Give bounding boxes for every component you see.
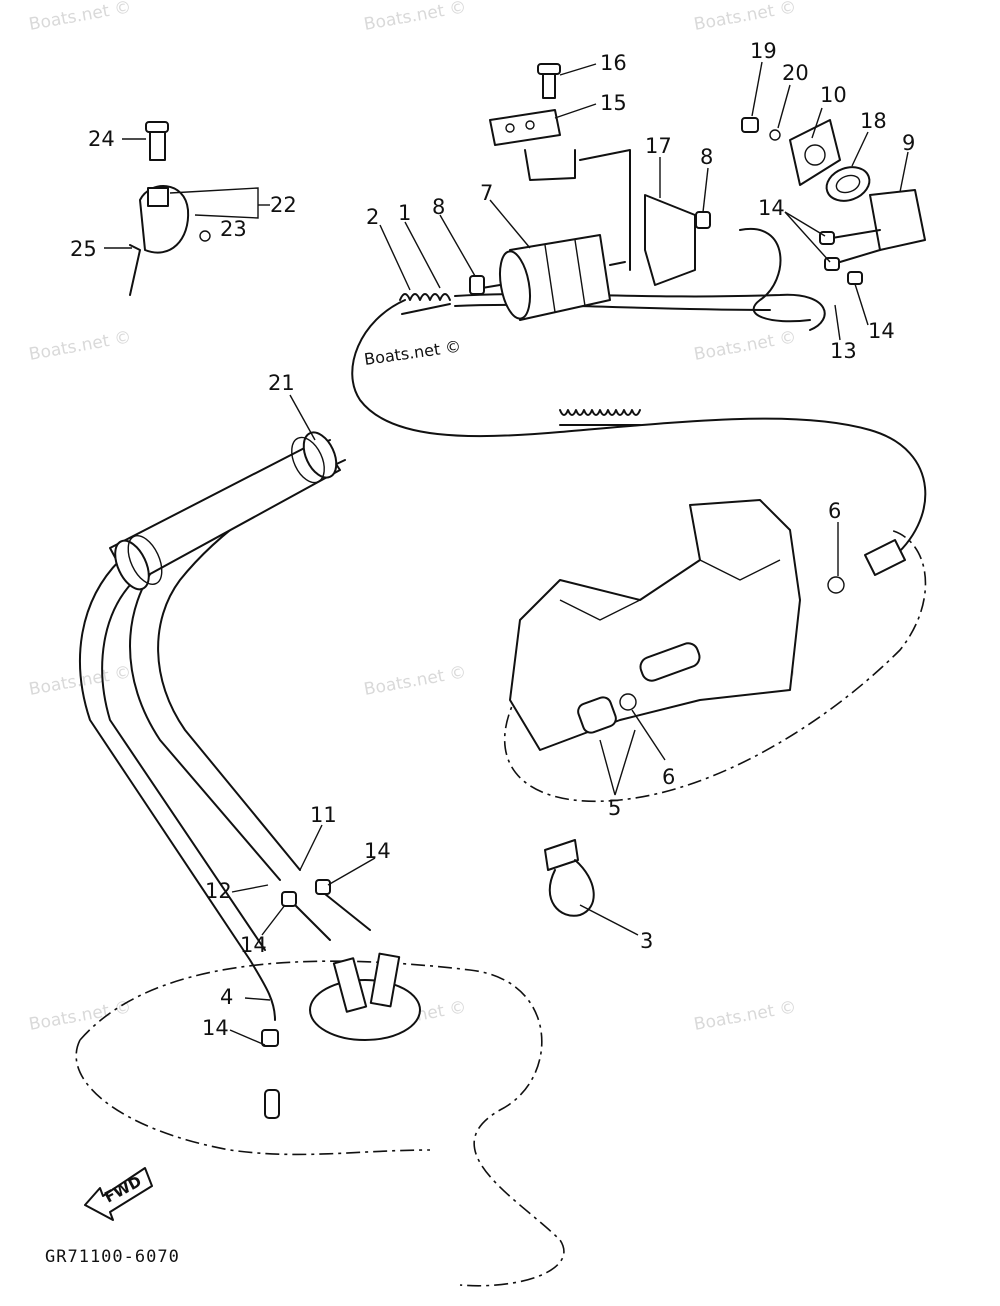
fuel-tank (75, 879, 565, 1287)
callout-7: 7 (480, 181, 493, 205)
callout-2: 2 (366, 205, 379, 229)
callouts: 24 22 23 25 16 15 17 7 8 8 2 1 19 20 10 … (70, 39, 915, 1040)
callout-5: 5 (608, 796, 621, 820)
callout-23: 23 (220, 217, 247, 241)
callout-11: 11 (310, 803, 337, 827)
callout-21: 21 (268, 371, 295, 395)
callout-4: 4 (220, 985, 233, 1009)
callout-24: 24 (88, 127, 115, 151)
watermark-center: Boats.net © (363, 337, 462, 369)
hose-2 (399, 275, 485, 315)
callout-14: 14 (240, 933, 267, 957)
callout-1: 1 (398, 201, 411, 225)
callout-14: 14 (758, 196, 785, 220)
clamp-3 (544, 839, 595, 917)
callout-14: 14 (868, 319, 895, 343)
callout-25: 25 (70, 237, 97, 261)
callout-14: 14 (202, 1016, 229, 1040)
filter-bracket (489, 109, 696, 286)
callout-6: 6 (662, 765, 675, 789)
callout-16: 16 (600, 51, 627, 75)
callout-14: 14 (364, 839, 391, 863)
watermark: Boats.net © (692, 0, 798, 35)
watermark: Boats.net © (692, 997, 798, 1035)
fwd-arrow: FWD (84, 1167, 153, 1221)
callout-17: 17 (645, 134, 672, 158)
fuel-filter (469, 234, 626, 321)
callout-15: 15 (600, 91, 627, 115)
callout-3: 3 (640, 929, 653, 953)
callout-22: 22 (270, 193, 297, 217)
valve-assembly (695, 117, 926, 285)
leader-lines (104, 61, 909, 1046)
callout-10: 10 (820, 83, 847, 107)
watermark: Boats.net © (692, 327, 798, 365)
watermark: Boats.net © (362, 662, 468, 700)
callout-8: 8 (432, 195, 445, 219)
watermark: Boats.net © (362, 0, 468, 35)
callout-13: 13 (830, 339, 857, 363)
callout-12: 12 (205, 879, 232, 903)
bolt-16 (537, 63, 561, 99)
callout-20: 20 (782, 61, 809, 85)
callout-8: 8 (700, 145, 713, 169)
watermark: Boats.net © (27, 327, 133, 365)
callout-6: 6 (828, 499, 841, 523)
clamp-assembly (129, 121, 211, 296)
callout-19: 19 (750, 39, 777, 63)
engine-block (503, 499, 927, 802)
callout-9: 9 (902, 131, 915, 155)
watermark: Boats.net © (27, 0, 133, 35)
drawing-code: GR71100-6070 (45, 1247, 180, 1267)
watermarks: Boats.net © Boats.net © Boats.net © Boat… (27, 0, 798, 1035)
watermark: Boats.net © (27, 997, 133, 1035)
callout-18: 18 (860, 109, 887, 133)
